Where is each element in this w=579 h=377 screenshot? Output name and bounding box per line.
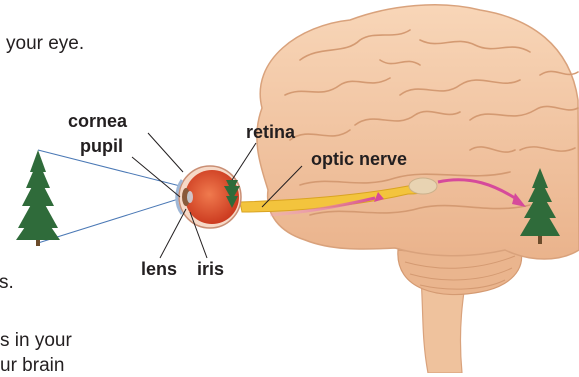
tree-left	[16, 150, 60, 246]
label-cornea: cornea	[68, 111, 128, 131]
label-retina: retina	[246, 122, 296, 142]
label-iris: iris	[197, 259, 224, 279]
label-pupil: pupil	[80, 136, 123, 156]
label-optic-nerve: optic nerve	[311, 149, 407, 169]
label-lens: lens	[141, 259, 177, 279]
